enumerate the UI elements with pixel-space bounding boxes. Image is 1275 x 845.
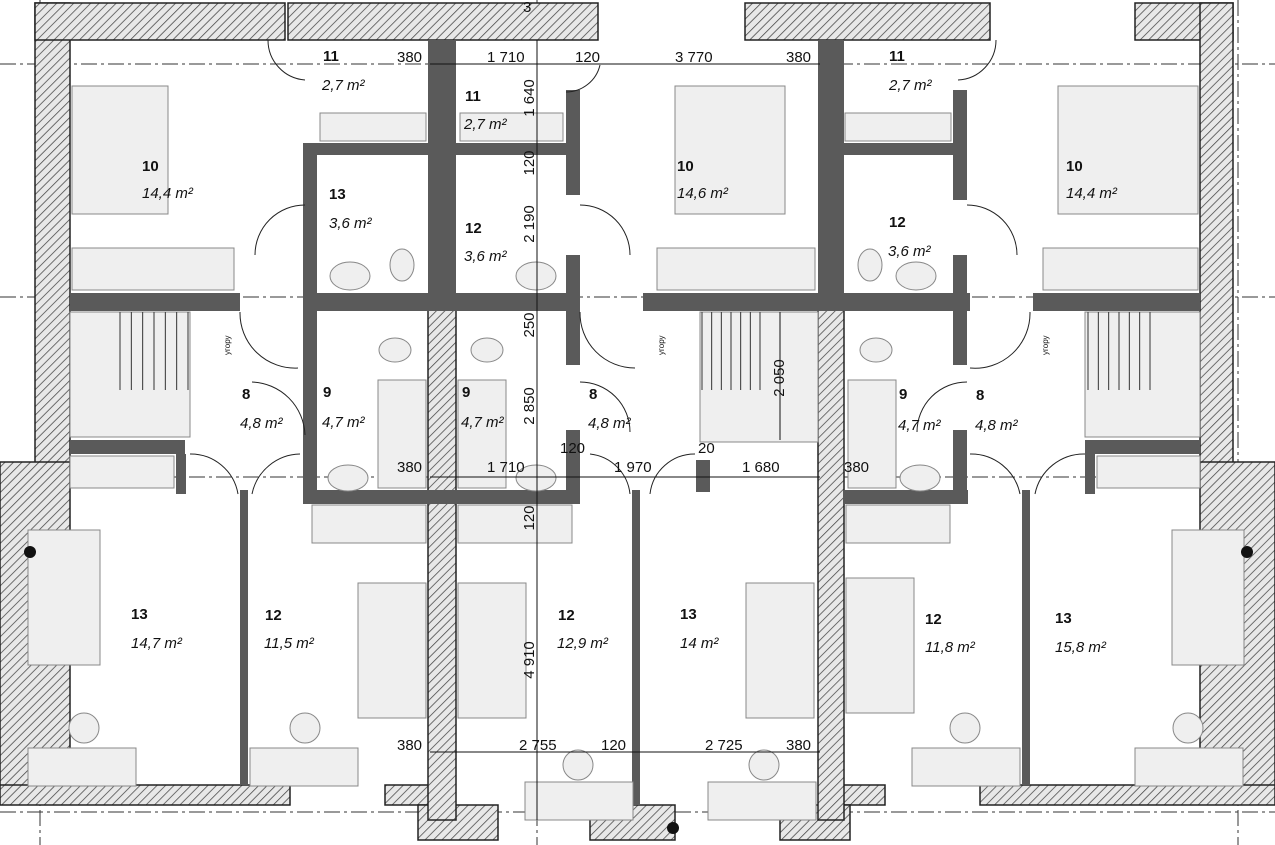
room-number: 11 (465, 88, 481, 105)
room-labels: 10 14,4 m² 11 2,7 m² 11 2,7 m² 10 14,6 m… (131, 48, 1118, 656)
dimension-label: 380 (786, 49, 811, 66)
dimension-label: 4 910 (521, 641, 538, 679)
room-area: 3,6 m² (464, 248, 508, 265)
room-area: 4,8 m² (588, 415, 632, 432)
dimension-label: 20 (698, 440, 715, 457)
room-area: 15,8 m² (1055, 639, 1107, 656)
dimension-label: 120 (601, 737, 626, 754)
room-area: 4,8 m² (975, 417, 1019, 434)
room-number: 12 (265, 607, 282, 624)
room-area: 14,6 m² (677, 185, 729, 202)
room-area: 12,9 m² (557, 635, 609, 652)
dimension-label: 1 970 (614, 459, 652, 476)
stair-up-label: угору (1041, 335, 1050, 355)
axis-mark: 3 (523, 0, 531, 16)
room-number: 9 (899, 386, 907, 403)
room-area: 11,5 m² (264, 635, 315, 652)
dimension-label: 2 050 (771, 359, 788, 397)
room-area: 14,7 m² (131, 635, 183, 652)
dimension-label: 2 190 (521, 205, 538, 243)
interior-walls (70, 40, 1200, 821)
room-area: 3,6 m² (888, 243, 932, 260)
room-area: 4,7 m² (461, 414, 505, 431)
room-number: 13 (131, 606, 148, 623)
room-number: 13 (1055, 610, 1072, 627)
stair-up-label: угору (657, 335, 666, 355)
dimension-label: 380 (786, 737, 811, 754)
room-number: 12 (889, 214, 906, 231)
room-number: 11 (323, 48, 339, 65)
room-number: 10 (1066, 158, 1083, 175)
dimension-label: 120 (560, 440, 585, 457)
dimension-label: 2 725 (705, 737, 743, 754)
room-number: 10 (677, 158, 694, 175)
dimension-label: 2 755 (519, 737, 557, 754)
dimension-label: 120 (575, 49, 600, 66)
stair-labels: угору угору угору (223, 335, 1050, 355)
room-area: 2,7 m² (321, 77, 366, 94)
dimension-label: 120 (521, 150, 538, 175)
room-area: 3,6 m² (329, 215, 373, 232)
room-area: 4,7 m² (322, 414, 366, 431)
doors (189, 39, 1086, 495)
room-number: 12 (925, 611, 942, 628)
dimension-label: 380 (397, 737, 422, 754)
dimension-label: 1 710 (487, 459, 525, 476)
stairs (69, 311, 1201, 443)
dimension-label: 1 640 (521, 79, 538, 117)
room-number: 9 (323, 384, 331, 401)
dimension-labels: 380 1 710 120 3 770 380 380 1 710 120 1 … (397, 0, 869, 754)
room-area: 14,4 m² (142, 185, 194, 202)
room-area: 2,7 m² (888, 77, 933, 94)
room-area: 4,7 m² (898, 417, 942, 434)
room-area: 14 m² (680, 635, 719, 652)
dimension-label: 380 (844, 459, 869, 476)
room-number: 13 (329, 186, 346, 203)
room-number: 13 (680, 606, 697, 623)
room-area: 4,8 m² (240, 415, 284, 432)
dimension-label: 1 710 (487, 49, 525, 66)
room-area: 2,7 m² (463, 116, 508, 133)
room-number: 12 (558, 607, 575, 624)
room-number: 8 (242, 386, 250, 403)
room-number: 12 (465, 220, 482, 237)
dimension-label: 2 850 (521, 387, 538, 425)
room-number: 8 (976, 387, 984, 404)
room-number: 9 (462, 384, 470, 401)
stair-up-label: угору (223, 335, 232, 355)
dimension-label: 3 770 (675, 49, 713, 66)
furniture (27, 85, 1245, 821)
room-number: 11 (889, 48, 905, 65)
room-area: 14,4 m² (1066, 185, 1118, 202)
dimension-label: 250 (521, 312, 538, 337)
room-number: 10 (142, 158, 159, 175)
dimension-label: 120 (521, 505, 538, 530)
dimension-lines (430, 40, 820, 820)
dimension-label: 380 (397, 459, 422, 476)
room-area: 11,8 m² (925, 639, 976, 656)
dimension-label: 380 (397, 49, 422, 66)
dimension-label: 1 680 (742, 459, 780, 476)
room-number: 8 (589, 386, 597, 403)
markers (24, 546, 1253, 834)
